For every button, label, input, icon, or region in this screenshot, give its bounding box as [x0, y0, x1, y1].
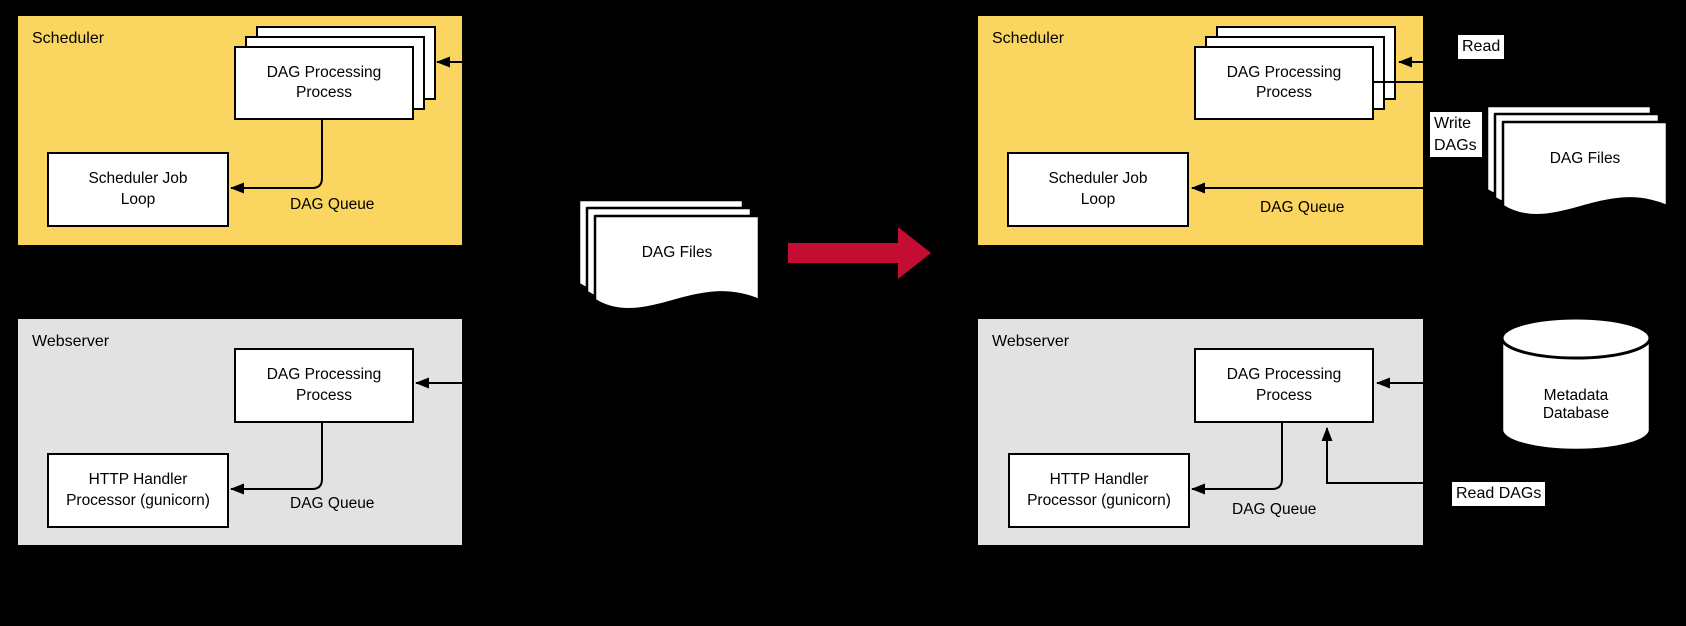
write-dags-label: Write DAGs	[1430, 112, 1482, 158]
left-webserver-handler-label: HTTP Handler Processor (gunicorn)	[66, 471, 210, 509]
document-sheet-icon	[1501, 120, 1669, 217]
left-webserver-dag-queue-label: DAG Queue	[290, 495, 375, 512]
left-webserver-process-label: DAG Processing Process	[266, 366, 382, 404]
middle-dag-files-label: DAG Files	[641, 244, 713, 261]
red-transition-arrow	[788, 227, 931, 279]
left-scheduler-panel: Scheduler DAG Processing Process Schedul…	[16, 14, 464, 247]
right-scheduler-job-loop-node: Scheduler Job Loop	[1007, 152, 1189, 227]
read-dags-label: Read DAGs	[1452, 482, 1546, 506]
right-webserver-panel: Webserver DAG Processing Process HTTP Ha…	[976, 317, 1425, 547]
right-scheduler-process-node: DAG Processing Process	[1194, 46, 1374, 120]
right-dag-files-label: DAG Files	[1549, 150, 1621, 167]
left-scheduler-dag-queue-label: DAG Queue	[290, 196, 375, 213]
right-scheduler-title: Scheduler	[992, 30, 1065, 47]
metadata-database-icon	[1500, 316, 1652, 452]
right-webserver-title: Webserver	[992, 333, 1070, 350]
left-scheduler-job-loop-label: Scheduler Job Loop	[88, 170, 188, 208]
read-label: Read	[1458, 35, 1505, 59]
left-webserver-handler-node: HTTP Handler Processor (gunicorn)	[47, 453, 229, 528]
left-scheduler-process-node: DAG Processing Process	[234, 46, 414, 120]
right-scheduler-panel: Scheduler DAG Processing Process Schedul…	[976, 14, 1425, 247]
right-webserver-handler-node: HTTP Handler Processor (gunicorn)	[1008, 453, 1190, 528]
left-scheduler-process-label: DAG Processing Process	[266, 63, 382, 101]
right-scheduler-job-loop-label: Scheduler Job Loop	[1048, 170, 1148, 208]
left-webserver-title: Webserver	[32, 333, 110, 350]
document-sheet-icon	[593, 214, 761, 311]
right-webserver-dag-queue-label: DAG Queue	[1232, 501, 1317, 518]
right-webserver-process-label: DAG Processing Process	[1226, 366, 1342, 404]
left-webserver-panel: Webserver DAG Processing Process HTTP Ha…	[16, 317, 464, 547]
left-scheduler-title: Scheduler	[32, 30, 105, 47]
right-webserver-process-node: DAG Processing Process	[1194, 348, 1374, 423]
right-scheduler-process-label: DAG Processing Process	[1226, 63, 1342, 101]
left-scheduler-job-loop-node: Scheduler Job Loop	[47, 152, 229, 227]
left-webserver-process-node: DAG Processing Process	[234, 348, 414, 423]
metadata-database-label: Metadata Database	[1542, 387, 1610, 423]
right-scheduler-dag-queue-label: DAG Queue	[1260, 199, 1345, 216]
right-webserver-handler-label: HTTP Handler Processor (gunicorn)	[1027, 471, 1171, 509]
